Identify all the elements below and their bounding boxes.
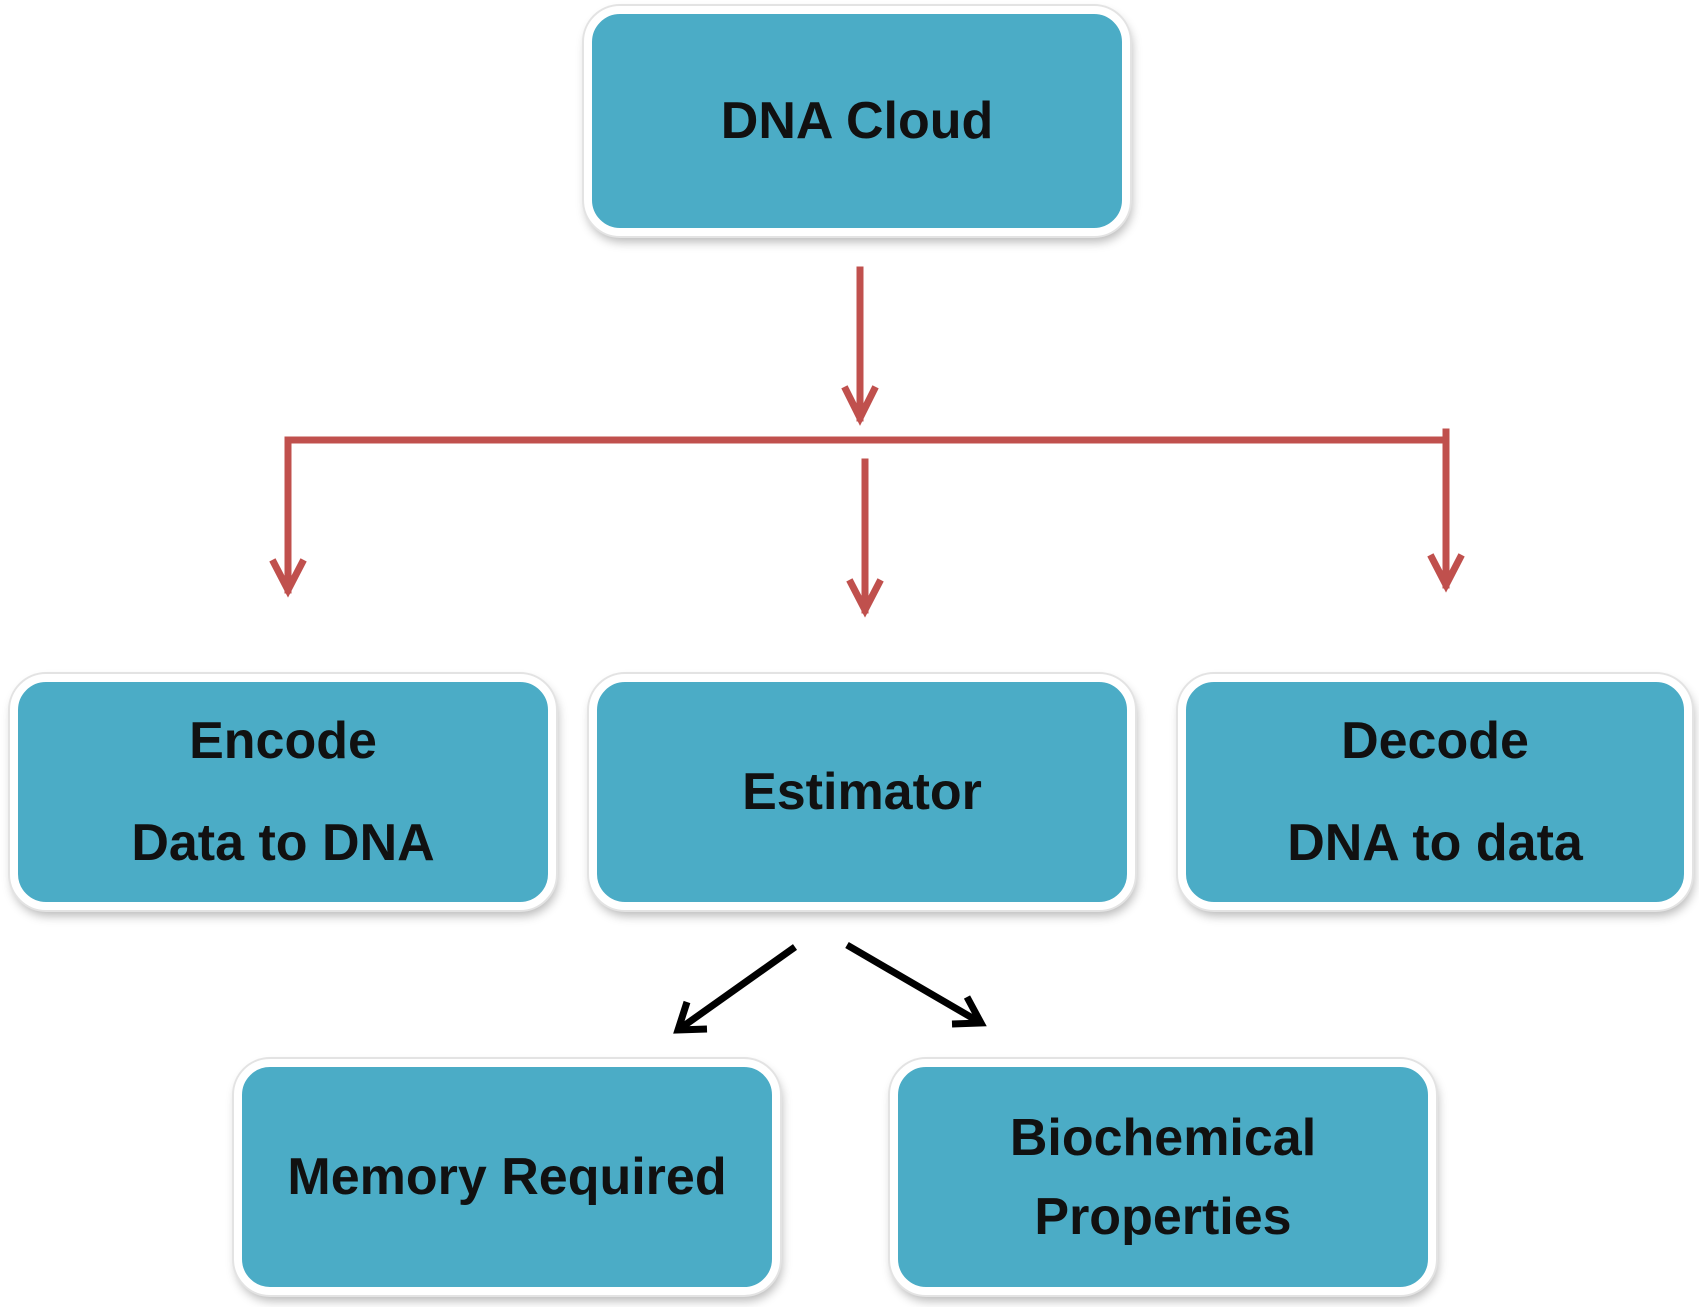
node-encode-subtitle: Data to DNA xyxy=(131,814,435,872)
arrow-root-to-split-head xyxy=(841,385,879,426)
node-estimator: Estimator xyxy=(589,674,1135,910)
arrow-to-memory-head xyxy=(673,1000,708,1034)
node-encode-title: Encode xyxy=(189,712,377,770)
node-decode: Decode DNA to data xyxy=(1178,674,1692,910)
node-memory-required-label: Memory Required xyxy=(287,1148,727,1206)
node-estimator-label: Estimator xyxy=(742,763,982,821)
node-dna-cloud: DNA Cloud xyxy=(584,6,1130,236)
node-dna-cloud-label: DNA Cloud xyxy=(720,92,994,150)
node-biochemical-properties: Biochemical Properties xyxy=(890,1059,1436,1295)
arrow-to-memory xyxy=(675,944,798,1033)
node-encode: Encode Data to DNA xyxy=(10,674,556,910)
node-decode-subtitle: DNA to data xyxy=(1287,814,1583,872)
arrow-to-encode-head xyxy=(269,558,307,598)
node-biochemical-line1: Biochemical xyxy=(1009,1108,1317,1167)
node-memory-required: Memory Required xyxy=(234,1059,780,1295)
arrow-to-biochemical-head xyxy=(951,995,987,1028)
arrow-to-biochemical xyxy=(845,941,983,1027)
node-decode-title: Decode xyxy=(1341,712,1529,770)
arrow-to-decode-head xyxy=(1427,553,1465,593)
arrow-to-estimator-head xyxy=(846,578,884,618)
node-biochemical-line2: Properties xyxy=(1034,1187,1292,1246)
